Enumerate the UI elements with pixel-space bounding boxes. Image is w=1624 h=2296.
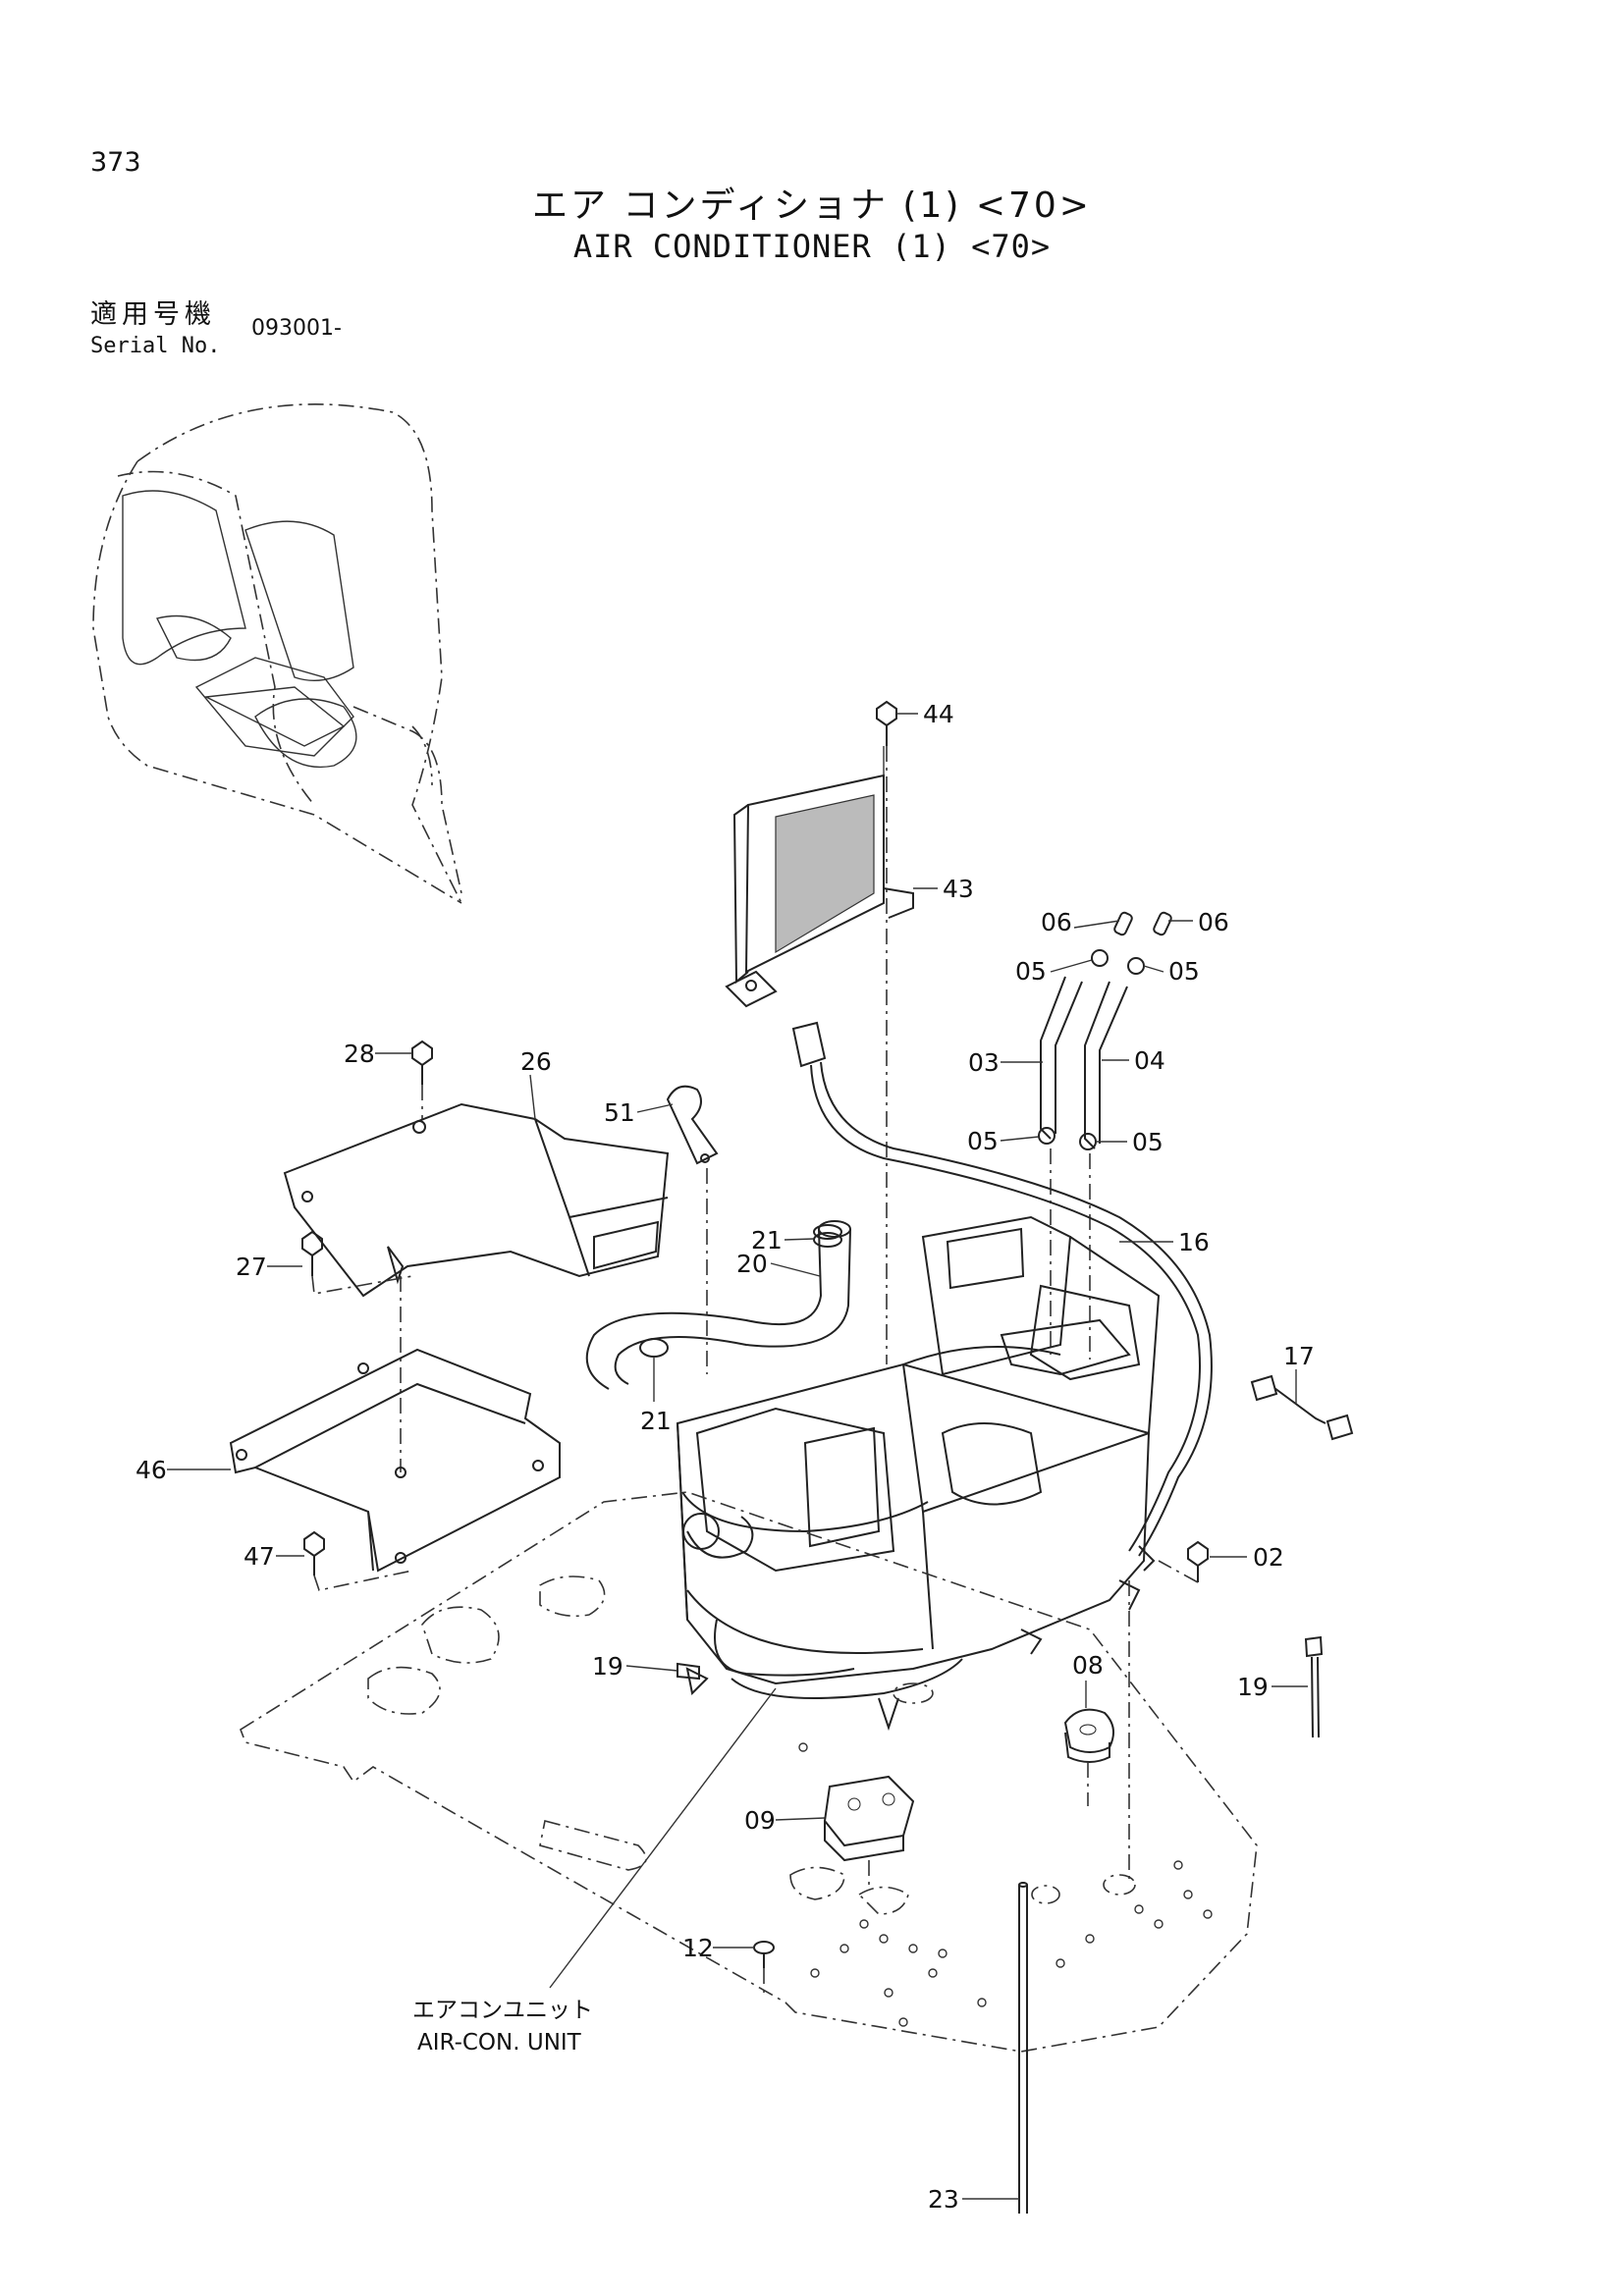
callout-16: 16: [1178, 1228, 1210, 1256]
bolt-02: [1187, 1540, 1209, 1582]
bolt-28: [411, 1040, 433, 1085]
callout-19-left: 19: [592, 1652, 623, 1681]
heater-core-43: [725, 746, 914, 1008]
callout-23: 23: [928, 2185, 959, 2214]
connector-17: [1250, 1369, 1354, 1441]
callout-leaders: [167, 713, 1308, 2200]
mount-09: [823, 1775, 915, 1862]
bolt-44: [876, 700, 897, 746]
hose-20: [585, 1220, 851, 1390]
callout-06-left: 06: [1041, 908, 1072, 936]
tie-band-19-left: [677, 1662, 700, 1681]
air-con-unit-label-japanese: エアコンユニット: [412, 1998, 593, 2023]
bolt-47: [303, 1530, 325, 1575]
callout-46: 46: [135, 1456, 167, 1484]
hose-03: [1040, 976, 1083, 1140]
callout-21-lower: 21: [640, 1407, 672, 1435]
mount-08: [1063, 1708, 1114, 1763]
hose-04: [1084, 981, 1128, 1149]
serial-label-english: Serial No.: [90, 334, 221, 358]
page-title-english: AIR CONDITIONER (1) <70>: [572, 228, 1052, 265]
callout-51: 51: [604, 1098, 635, 1127]
callout-43: 43: [943, 875, 974, 903]
cab-inset-illustration: [92, 403, 462, 904]
callout-05-top-left: 05: [1015, 957, 1047, 986]
rod-23: [1018, 1882, 1028, 2214]
page-title-japanese: エア コンディショナ (1) <70>: [532, 186, 1092, 226]
callout-20: 20: [736, 1250, 768, 1278]
callout-02: 02: [1253, 1543, 1284, 1572]
floor-plate: [240, 1491, 1258, 2053]
bracket-46: [229, 1348, 561, 1573]
plugs-06: [1113, 911, 1172, 936]
serial-label-japanese: 適用号機: [90, 299, 216, 330]
callout-47: 47: [244, 1542, 275, 1571]
callout-27: 27: [236, 1253, 267, 1281]
callout-26: 26: [520, 1047, 552, 1076]
callout-05-lower-left: 05: [967, 1127, 999, 1155]
callout-44: 44: [923, 700, 954, 728]
callout-05-lower-right: 05: [1132, 1128, 1164, 1156]
callout-05-top-right: 05: [1168, 957, 1200, 986]
harness-16: [791, 1021, 1213, 1557]
tie-band-19-right: [1304, 1635, 1324, 1738]
bracket-51: [666, 1085, 719, 1165]
callout-12: 12: [682, 1934, 714, 1962]
page-number: 373: [90, 147, 141, 178]
screw-12: [753, 1941, 775, 1993]
callout-03: 03: [968, 1048, 1000, 1077]
callout-19-right: 19: [1237, 1673, 1269, 1701]
duct-26: [283, 1102, 670, 1298]
air-con-unit-label-english: AIR-CON. UNIT: [417, 2030, 582, 2056]
callout-21-upper: 21: [751, 1226, 783, 1255]
callout-28: 28: [344, 1040, 375, 1068]
callout-06-right: 06: [1198, 908, 1229, 936]
callout-08: 08: [1072, 1651, 1104, 1680]
callout-09: 09: [744, 1806, 776, 1835]
bolt-27: [301, 1230, 323, 1276]
air-con-unit-body: [676, 1215, 1161, 1732]
callout-04: 04: [1134, 1046, 1165, 1075]
serial-number-value: 093001-: [251, 316, 342, 341]
callout-17: 17: [1283, 1342, 1315, 1370]
